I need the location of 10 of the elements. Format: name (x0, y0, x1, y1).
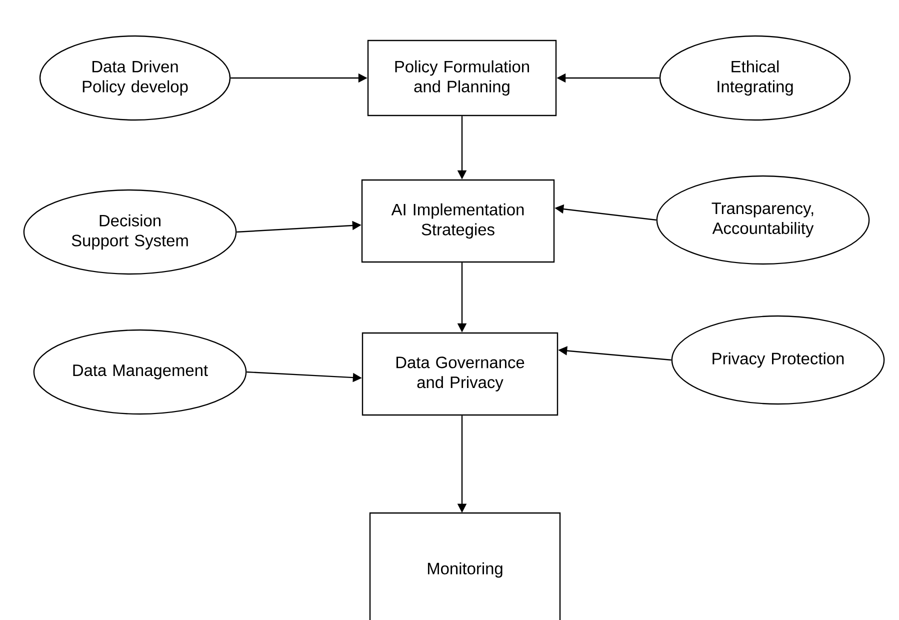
process-box: Monitoring (369, 512, 561, 620)
oval-node: Privacy Protection (671, 315, 885, 405)
process-box: Data Governance and Privacy (362, 332, 558, 416)
process-box: Policy Formulation and Planning (367, 40, 557, 116)
process-box: AI Implementation Strategies (361, 179, 555, 263)
oval-node: Ethical Integrating (659, 35, 851, 121)
oval-node: Decision Support System (23, 189, 237, 275)
oval-node: Transparency, Accountability (656, 175, 870, 265)
oval-node: Data Driven Policy develop (39, 35, 231, 121)
oval-node: Data Management (33, 329, 247, 415)
